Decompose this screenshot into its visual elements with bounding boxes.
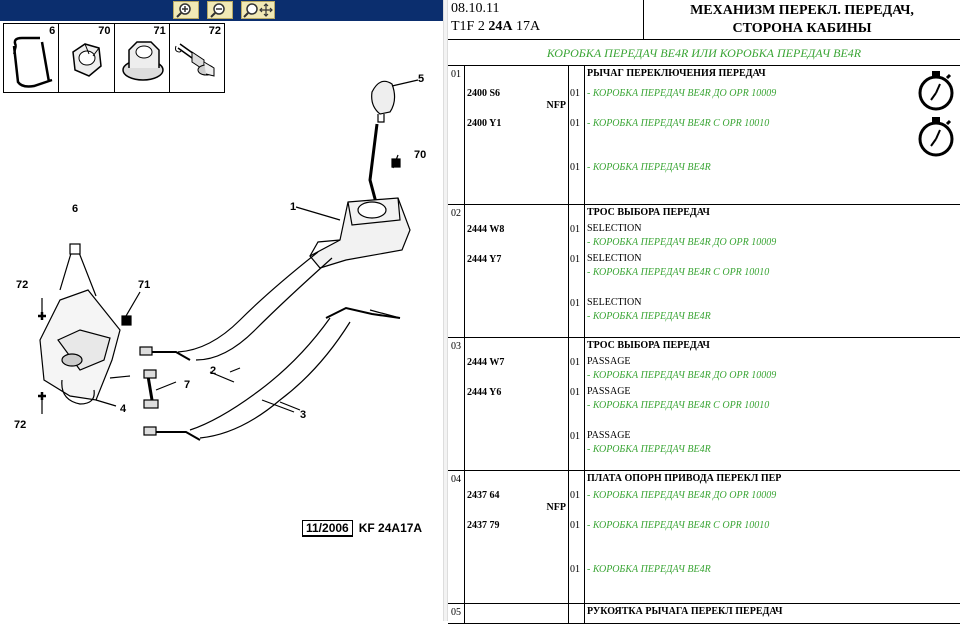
catalog-code: T1F 2 24A 17A	[451, 19, 541, 34]
thumbnail-72[interactable]: 72	[170, 24, 224, 92]
part-reference: 2444 W8	[467, 224, 505, 235]
part-note: - КОРОБКА ПЕРЕДАЧ BE4R С OPR 10010	[587, 520, 770, 531]
zoom-out-icon	[210, 3, 225, 18]
row-number: 03	[451, 341, 461, 352]
bolt-icon	[174, 43, 215, 77]
zoom-in-button[interactable]	[173, 1, 199, 19]
part-reference: 2444 Y6	[467, 387, 502, 398]
part-label: SELECTION	[587, 223, 642, 234]
callout-4: 4	[120, 403, 127, 415]
callout-7: 7	[184, 379, 190, 391]
part-label: PASSAGE	[587, 430, 631, 441]
part-label: SELECTION	[587, 253, 642, 264]
table-row[interactable]: 05 РУКОЯТКА РЫЧАГА ПЕРЕКЛ ПЕРЕДАЧ	[448, 604, 960, 624]
clip-icon	[12, 36, 53, 88]
thumbnail-70[interactable]: 70	[59, 24, 115, 92]
part-label: SELECTION	[587, 297, 642, 308]
part-quantity: 01	[570, 431, 580, 442]
callout-5: 5	[418, 73, 424, 85]
part-note: - КОРОБКА ПЕРЕДАЧ BE4R	[587, 564, 711, 575]
page-title: МЕХАНИЗМ ПЕРЕКЛ. ПЕРЕДАЧ, СТОРОНА КАБИНЫ	[644, 0, 960, 40]
zoom-out-button[interactable]	[207, 1, 233, 19]
part-note: - КОРОБКА ПЕРЕДАЧ BE4R	[587, 162, 711, 173]
part-quantity: 01	[570, 564, 580, 575]
callout-2: 2	[210, 365, 216, 377]
row-number: 05	[451, 607, 461, 618]
part-quantity: 01	[570, 490, 580, 501]
part-quantity: 01	[570, 254, 580, 265]
exploded-parts-diagram: 5 70 1 6 72 71 7 2 4 3 72	[14, 73, 426, 441]
diagram-toolbar	[0, 0, 443, 21]
stopwatch-icon[interactable]	[916, 68, 956, 112]
part-quantity: 01	[570, 520, 580, 531]
part-reference: 2437 79	[467, 520, 500, 531]
header-info: 08.10.11 T1F 2 24A 17A	[448, 0, 644, 40]
part-note: - КОРОБКА ПЕРЕДАЧ BE4R	[587, 444, 711, 455]
part-note: - КОРОБКА ПЕРЕДАЧ BE4R ДО OPR 10009	[587, 490, 777, 501]
pan-zoom-button[interactable]	[241, 1, 275, 19]
flange-nut-icon	[121, 41, 164, 81]
part-flag: NFP	[546, 502, 566, 513]
part-quantity: 01	[570, 88, 580, 99]
row-title: ПЛАТА ОПОРН ПРИВОДА ПЕРЕКЛ ПЕР	[587, 473, 782, 484]
part-note: - КОРОБКА ПЕРЕДАЧ BE4R С OPR 10010	[587, 118, 770, 129]
row-title: РЫЧАГ ПЕРЕКЛЮЧЕНИЯ ПЕРЕДАЧ	[587, 68, 766, 79]
thumbnail-71[interactable]: 71	[115, 24, 170, 92]
part-reference: 2444 W7	[467, 357, 505, 368]
row-title: ТРОС ВЫБОРА ПЕРЕДАЧ	[587, 340, 710, 351]
part-quantity: 01	[570, 298, 580, 309]
part-quantity: 01	[570, 162, 580, 173]
part-note: - КОРОБКА ПЕРЕДАЧ BE4R С OPR 10010	[587, 400, 770, 411]
pane-divider[interactable]	[443, 0, 448, 621]
row-number: 01	[451, 69, 461, 80]
part-quantity: 01	[570, 224, 580, 235]
table-row[interactable]: 04 ПЛАТА ОПОРН ПРИВОДА ПЕРЕКЛ ПЕР 2437 64 N…	[448, 471, 960, 604]
part-note: - КОРОБКА ПЕРЕДАЧ BE4R ДО OPR 10009	[587, 370, 777, 381]
part-flag: NFP	[546, 100, 566, 111]
pan-zoom-icon	[243, 3, 273, 18]
part-note: - КОРОБКА ПЕРЕДАЧ BE4R ДО OPR 10009	[587, 88, 777, 99]
part-quantity: 01	[570, 118, 580, 129]
part-note: - КОРОБКА ПЕРЕДАЧ BE4R	[587, 311, 711, 322]
callout-6: 6	[72, 203, 78, 215]
part-reference: 2437 64	[467, 490, 500, 501]
callout-72-bottom: 72	[14, 419, 26, 431]
part-thumbnails: 6 70 71 72	[3, 23, 225, 93]
part-quantity: 01	[570, 387, 580, 398]
gearbox-subtitle: КОРОБКА ПЕРЕДАЧ BE4R ИЛИ КОРОБКА ПЕРЕДАЧ…	[448, 40, 960, 66]
callout-1: 1	[290, 201, 296, 213]
part-label: PASSAGE	[587, 356, 631, 367]
table-row[interactable]: 01 РЫЧАГ ПЕРЕКЛЮЧЕНИЯ ПЕРЕДАЧ 2400 S6 NFP 01…	[448, 66, 960, 205]
part-note: - КОРОБКА ПЕРЕДАЧ BE4R С OPR 10010	[587, 267, 770, 278]
callout-72-top: 72	[16, 279, 28, 291]
callout-70: 70	[414, 149, 426, 161]
row-number: 04	[451, 474, 461, 485]
part-quantity: 01	[570, 357, 580, 368]
part-reference: 2400 S6	[467, 88, 501, 99]
catalog-date: 08.10.11	[451, 1, 500, 16]
row-number: 02	[451, 208, 461, 219]
part-reference: 2444 Y7	[467, 254, 502, 265]
zoom-in-icon	[176, 3, 191, 18]
parts-list-panel: 08.10.11 T1F 2 24A 17A МЕХАНИЗМ ПЕРЕКЛ. …	[448, 0, 960, 624]
part-label: PASSAGE	[587, 386, 631, 397]
nut-icon	[72, 43, 103, 77]
row-title: РУКОЯТКА РЫЧАГА ПЕРЕКЛ ПЕРЕДАЧ	[587, 606, 783, 617]
thumbnail-6[interactable]: 6	[4, 24, 60, 92]
part-reference: 2400 Y1	[467, 118, 502, 129]
part-note: - КОРОБКА ПЕРЕДАЧ BE4R ДО OPR 10009	[587, 237, 777, 248]
callout-71: 71	[138, 279, 150, 291]
row-title: ТРОС ВЫБОРА ПЕРЕДАЧ	[587, 207, 710, 218]
stopwatch-icon[interactable]	[916, 114, 956, 158]
callout-3: 3	[300, 409, 306, 421]
